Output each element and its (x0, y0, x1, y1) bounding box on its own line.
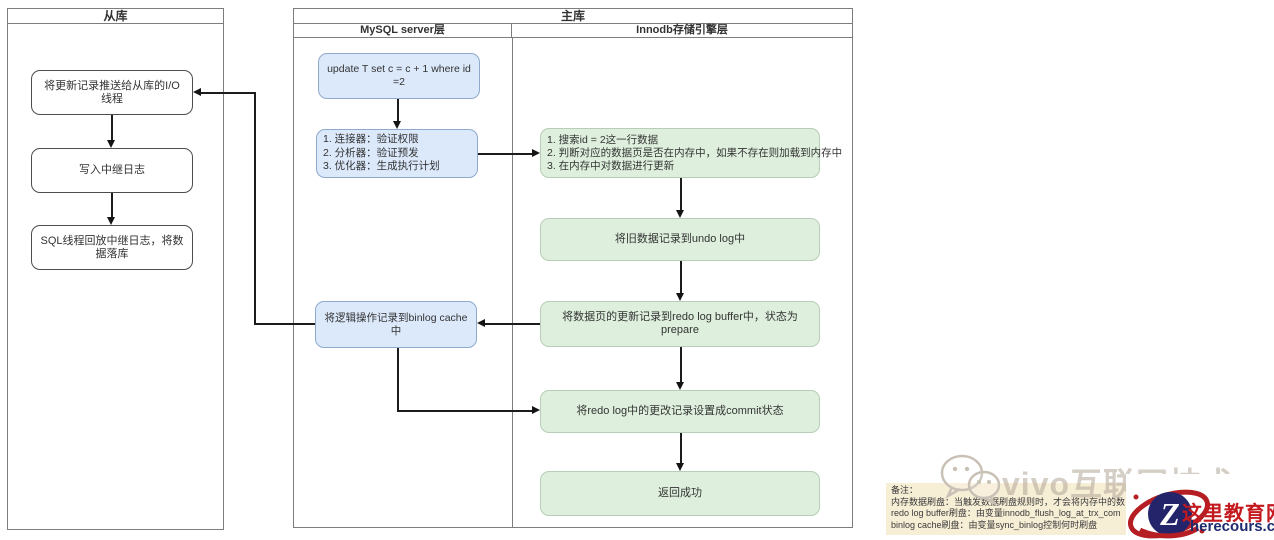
node-label-lines: 1. 搜索id = 2这一行数据 2. 判断对应的数据页是否在内存中，如果不存在… (547, 134, 842, 173)
node-connector-analyzer-optimizer: 1. 连接器：验证权限 2. 分析器：验证预发 3. 优化器：生成执行计划 (316, 129, 478, 178)
node-label-lines: 1. 连接器：验证权限 2. 分析器：验证预发 3. 优化器：生成执行计划 (323, 133, 440, 174)
column-divider-line (512, 37, 513, 527)
node-label: 写入中继日志 (79, 164, 145, 176)
notes-line: redo log buffer刷盘：由变量innodb_flush_log_at… (891, 508, 1121, 518)
node-label: 将数据页的更新记录到redo log buffer中，状态为prepare (562, 311, 798, 336)
node-write-relay-log: 写入中继日志 (31, 148, 193, 193)
notes-line: 内存数据刷盘：当触发数据刷盘规则时，才会将内存中的数 (891, 496, 1126, 507)
node-label: update T set c = c + 1 where id =2 (327, 63, 471, 88)
logo-title: 这里教育网 (1182, 503, 1274, 525)
node-line: 3. 优化器：生成执行计划 (323, 160, 440, 173)
master-panel-title: 主库 (294, 9, 852, 24)
node-sql-thread-replay: SQL线程回放中继日志，将数据落库 (31, 225, 193, 270)
node-undo-log: 将旧数据记录到undo log中 (540, 218, 820, 261)
node-line: 1. 搜索id = 2这一行数据 (547, 133, 659, 146)
logo-letter: Z (1159, 496, 1180, 532)
logo-domain: herecours.com (1190, 518, 1274, 535)
node-line: 2. 分析器：验证预发 (323, 146, 419, 159)
notes-line: binlog cache刷盘：由变量sync_binlog控制何时刷盘 (891, 519, 1098, 530)
node-label: 将逻辑操作记录到binlog cache中 (324, 311, 468, 337)
slave-panel-title: 从库 (8, 9, 223, 24)
node-line: 2. 判断对应的数据页是否在内存中，如果不存在则加载到内存中 (547, 146, 843, 159)
node-redo-log-commit: 将redo log中的更改记录设置成commit状态 (540, 390, 820, 433)
node-label: SQL线程回放中继日志，将数据落库 (40, 234, 184, 260)
logo-z-icon: Z (1126, 484, 1212, 540)
node-update-statement: update T set c = c + 1 where id =2 (318, 53, 480, 99)
notes-line: 备注： (891, 485, 919, 495)
node-redo-log-prepare: 将数据页的更新记录到redo log buffer中，状态为prepare (540, 301, 820, 347)
notes-block: 备注： 内存数据刷盘：当触发数据刷盘规则时，才会将内存中的数 redo log … (886, 483, 1154, 535)
node-label: 将redo log中的更改记录设置成commit状态 (576, 405, 784, 417)
column-header-innodb: Innodb存储引擎层 (636, 24, 728, 36)
column-header-mysql-server: MySQL server层 (294, 24, 512, 37)
node-label: 将旧数据记录到undo log中 (614, 233, 746, 245)
node-label: 将更新记录推送给从库的I/O线程 (44, 79, 180, 105)
node-push-update-to-io-thread: 将更新记录推送给从库的I/O线程 (31, 70, 193, 115)
node-binlog-cache: 将逻辑操作记录到binlog cache中 (315, 301, 477, 348)
node-search-row: 1. 搜索id = 2这一行数据 2. 判断对应的数据页是否在内存中，如果不存在… (540, 128, 842, 178)
node-line: 3. 在内存中对数据进行更新 (547, 159, 675, 172)
wechat-icon (938, 452, 1002, 511)
node-label: 返回成功 (658, 487, 702, 499)
node-return-success: 返回成功 (540, 471, 820, 516)
node-line: 1. 连接器：验证权限 (323, 133, 419, 146)
master-column-headers: MySQL server层 Innodb存储引擎层 (294, 24, 852, 38)
